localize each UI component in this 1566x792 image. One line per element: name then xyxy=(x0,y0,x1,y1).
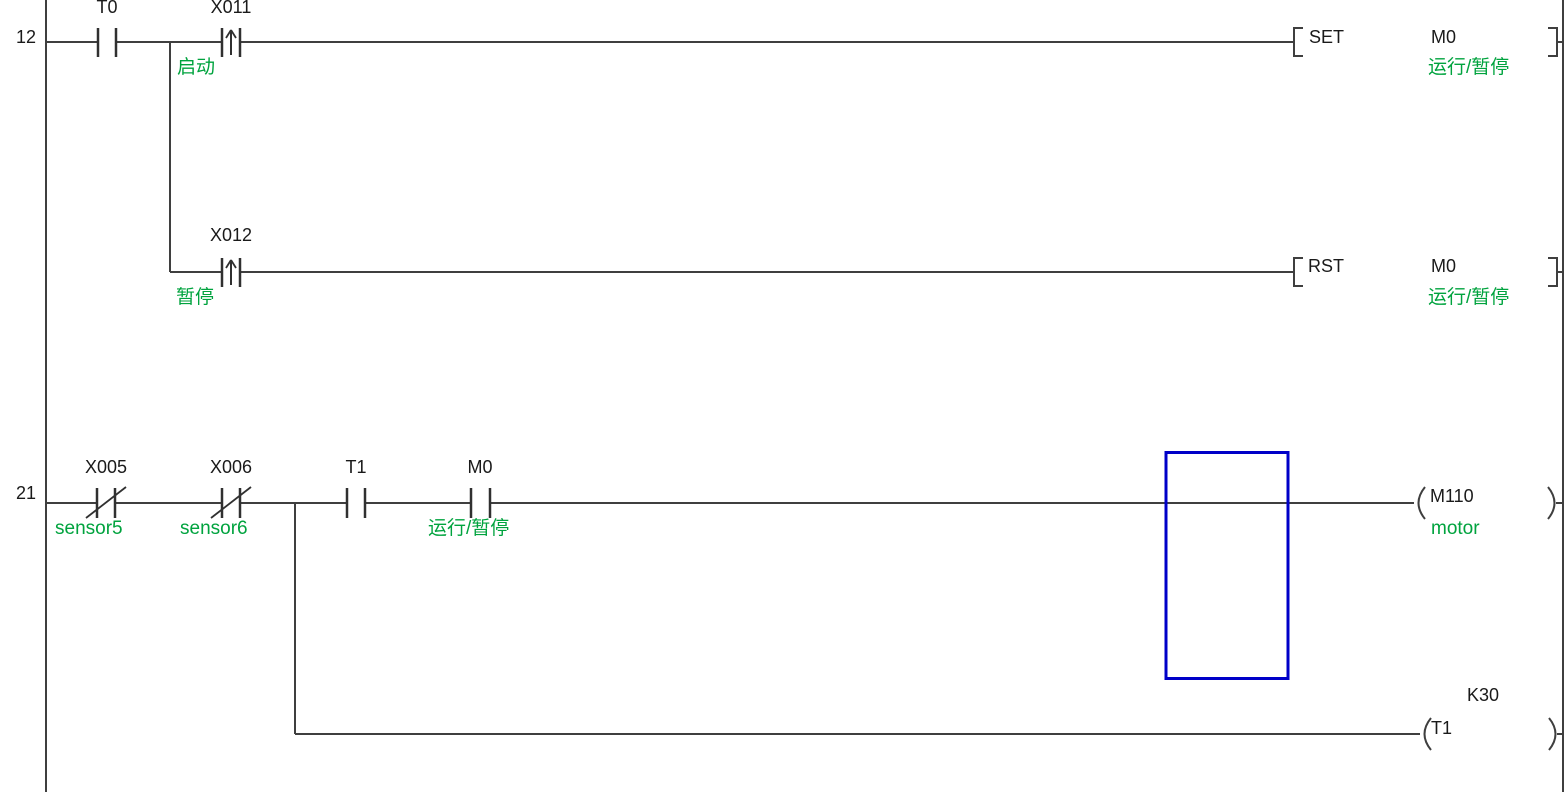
device-label-X006[interactable]: X006 xyxy=(209,457,253,477)
device-label-X012[interactable]: X012 xyxy=(209,225,253,245)
instruction-rst-op[interactable]: RST xyxy=(1308,256,1344,276)
coil-label-M110[interactable]: M110 xyxy=(1430,486,1474,506)
coil-T1[interactable] xyxy=(1423,717,1557,751)
device-label-X011[interactable]: X011 xyxy=(210,0,252,17)
rung-number-12: 12 xyxy=(15,27,36,47)
contact-T1[interactable] xyxy=(345,488,367,518)
contact-X005-normally-closed[interactable] xyxy=(85,486,127,519)
comment-set-operand: 运行/暂停 xyxy=(1428,57,1510,78)
contact-T0[interactable] xyxy=(96,28,118,57)
device-label-T1[interactable]: T1 xyxy=(345,457,367,477)
instruction-rst-operand[interactable]: M0 xyxy=(1431,256,1457,276)
contact-M0[interactable] xyxy=(469,488,492,518)
device-label-X005[interactable]: X005 xyxy=(84,457,128,477)
comment-X005: sensor5 xyxy=(55,518,123,539)
edit-cursor-cell[interactable] xyxy=(1164,451,1290,680)
coil-preset-K30[interactable]: K30 xyxy=(1467,685,1500,705)
instruction-set-op[interactable]: SET xyxy=(1309,27,1345,47)
comment-M110: motor xyxy=(1431,518,1480,539)
contact-X011-rising-edge[interactable] xyxy=(220,28,242,57)
contact-X012-rising-edge[interactable] xyxy=(220,258,242,287)
rung-number-21: 21 xyxy=(15,483,36,503)
coil-label-T1[interactable]: T1 xyxy=(1431,718,1453,738)
comment-rst-operand: 运行/暂停 xyxy=(1428,287,1510,308)
device-label-T0[interactable]: T0 xyxy=(96,0,118,17)
comment-X006: sensor6 xyxy=(180,518,248,539)
contact-X006-normally-closed[interactable] xyxy=(210,486,252,519)
instruction-set-operand[interactable]: M0 xyxy=(1431,27,1457,47)
rst-instruction-brackets[interactable] xyxy=(1293,257,1558,287)
coil-M110[interactable] xyxy=(1417,486,1556,520)
comment-X012: 暂停 xyxy=(176,287,215,308)
device-label-M0[interactable]: M0 xyxy=(467,457,493,477)
set-instruction-brackets[interactable] xyxy=(1293,27,1558,57)
comment-X011: 启动 xyxy=(177,57,216,78)
comment-M0: 运行/暂停 xyxy=(428,518,510,539)
